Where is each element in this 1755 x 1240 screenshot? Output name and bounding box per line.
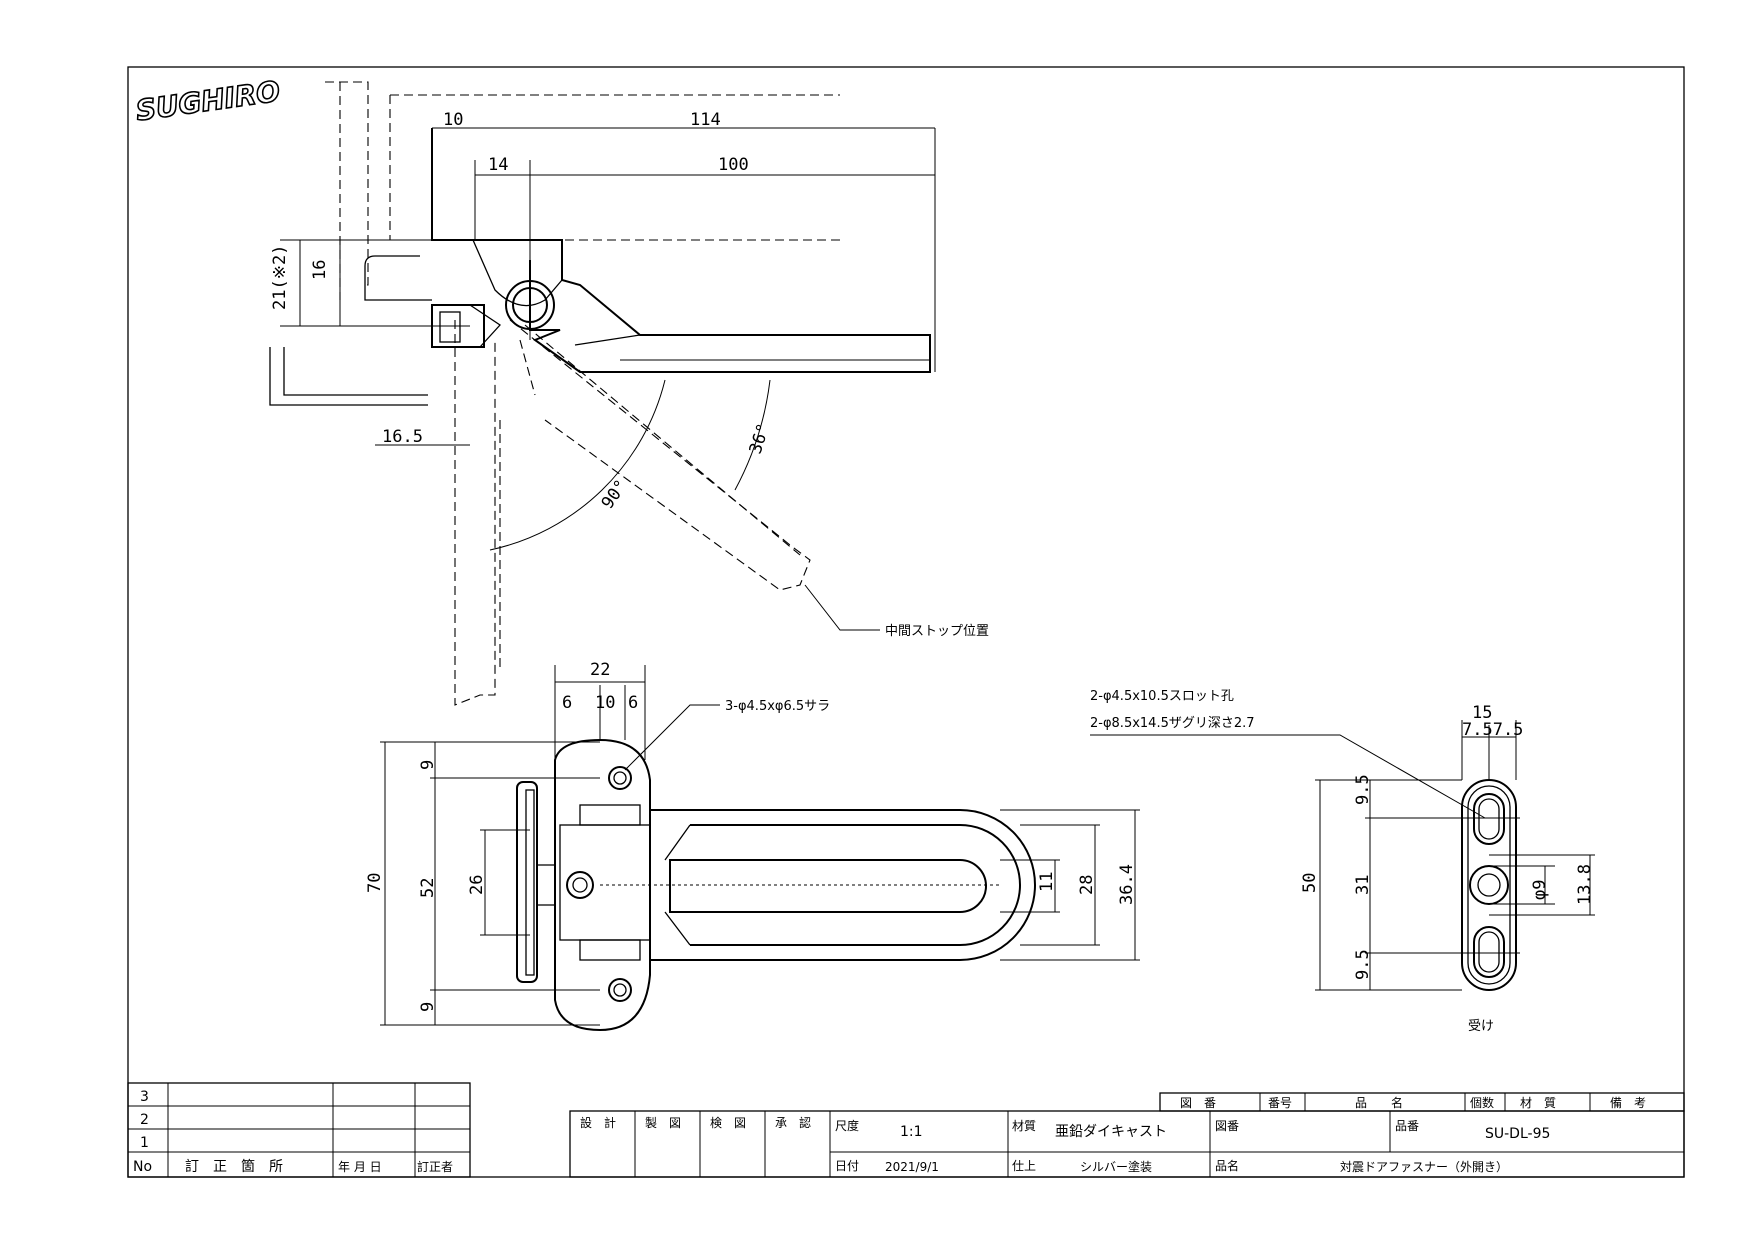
svg-text:SUGHIRO: SUGHIRO — [134, 75, 282, 128]
svg-text:尺度: 尺度 — [835, 1118, 859, 1133]
svg-text:13.8: 13.8 — [1575, 864, 1595, 905]
svg-text:日付: 日付 — [835, 1159, 859, 1173]
svg-text:製 図: 製 図 — [645, 1116, 681, 1130]
svg-text:16: 16 — [310, 260, 330, 280]
svg-text:設 計: 設 計 — [580, 1115, 616, 1130]
svg-text:2-φ4.5x10.5スロット孔: 2-φ4.5x10.5スロット孔 — [1090, 689, 1234, 704]
svg-text:36.4: 36.4 — [1117, 864, 1137, 905]
svg-text:9: 9 — [418, 760, 438, 770]
svg-text:品番: 品番 — [1395, 1119, 1419, 1133]
title-block: 図 番 番号 品 名 個数 材 質 備 考 設 計 製 図 検 図 承 認 尺度… — [569, 1092, 1685, 1178]
svg-text:2021/9/1: 2021/9/1 — [885, 1160, 939, 1174]
suehiro-logo: SUGHIRO — [133, 74, 283, 128]
svg-text:材 質: 材 質 — [1520, 1095, 1556, 1110]
revision-table: 3 2 1 No 訂 正 箇 所 年 月 日 訂正者 — [127, 1082, 471, 1178]
top-view: 10 114 14 100 16 21(※2) 16.5 36° 90° 中間ス… — [269, 81, 989, 706]
svg-text:品名: 品名 — [1215, 1158, 1239, 1173]
svg-text:9.5: 9.5 — [1353, 774, 1373, 805]
svg-text:受け: 受け — [1468, 1019, 1494, 1034]
svg-text:21(※2): 21(※2) — [270, 245, 290, 310]
svg-text:52: 52 — [418, 878, 438, 898]
receiver-view: 15 7.57.5 50 9.5 31 9.5 φ9 13.8 2-φ4.5x1… — [1090, 689, 1595, 1034]
svg-text:9.5: 9.5 — [1353, 949, 1373, 980]
svg-text:1: 1 — [140, 1135, 149, 1151]
svg-text:図 番: 図 番 — [1180, 1096, 1216, 1110]
svg-text:SU-DL-95: SU-DL-95 — [1485, 1126, 1550, 1142]
svg-text:70: 70 — [365, 873, 385, 893]
sheet-border — [127, 66, 1685, 1178]
svg-text:1:1: 1:1 — [900, 1124, 923, 1140]
svg-text:亜鉛ダイキャスト: 亜鉛ダイキャスト — [1055, 1124, 1167, 1140]
svg-text:検 図: 検 図 — [710, 1116, 746, 1130]
svg-text:90°: 90° — [598, 476, 632, 513]
svg-text:11: 11 — [1037, 872, 1057, 892]
svg-text:品 名: 品 名 — [1355, 1095, 1403, 1110]
svg-text:36°: 36° — [746, 421, 775, 456]
svg-text:15: 15 — [1472, 703, 1492, 723]
svg-text:22: 22 — [590, 660, 610, 680]
svg-text:10: 10 — [443, 110, 463, 130]
svg-text:仕上: 仕上 — [1012, 1159, 1036, 1173]
svg-text:10: 10 — [595, 693, 615, 713]
svg-text:シルバー塗装: シルバー塗装 — [1080, 1159, 1152, 1174]
svg-text:備 考: 備 考 — [1610, 1095, 1646, 1110]
svg-text:No: No — [133, 1159, 152, 1175]
svg-text:訂 正 箇 所: 訂 正 箇 所 — [185, 1158, 283, 1175]
svg-text:対震ドアファスナー（外開き）: 対震ドアファスナー（外開き） — [1340, 1160, 1508, 1174]
svg-text:26: 26 — [467, 875, 487, 895]
svg-text:2: 2 — [140, 1112, 149, 1128]
svg-text:9: 9 — [418, 1002, 438, 1012]
svg-text:個数: 個数 — [1470, 1095, 1494, 1110]
svg-text:100: 100 — [718, 155, 749, 175]
svg-text:16.5: 16.5 — [382, 427, 423, 447]
svg-text:6: 6 — [562, 693, 572, 713]
svg-text:3-φ4.5xφ6.5サラ: 3-φ4.5xφ6.5サラ — [725, 699, 830, 714]
svg-text:6: 6 — [628, 693, 638, 713]
svg-text:材質: 材質 — [1012, 1118, 1036, 1133]
svg-text:3: 3 — [140, 1089, 149, 1105]
svg-text:7.57.5: 7.57.5 — [1462, 720, 1523, 740]
svg-text:訂正者: 訂正者 — [417, 1159, 453, 1174]
svg-text:28: 28 — [1077, 875, 1097, 895]
svg-text:14: 14 — [488, 155, 508, 175]
svg-text:年 月 日: 年 月 日 — [338, 1160, 382, 1174]
front-view: 22 6 10 6 9 52 70 26 9 11 28 36.4 3-φ4.5… — [365, 660, 1140, 1032]
svg-text:2-φ8.5x14.5ザグリ深さ2.7: 2-φ8.5x14.5ザグリ深さ2.7 — [1090, 716, 1255, 731]
svg-text:31: 31 — [1353, 875, 1373, 895]
svg-text:図番: 図番 — [1215, 1119, 1239, 1133]
svg-text:承 認: 承 認 — [775, 1115, 811, 1130]
svg-text:番号: 番号 — [1268, 1096, 1292, 1110]
svg-text:φ9: φ9 — [1530, 880, 1550, 900]
svg-text:中間ストップ位置: 中間ストップ位置 — [885, 624, 989, 639]
svg-text:114: 114 — [690, 110, 721, 130]
svg-text:50: 50 — [1300, 873, 1320, 893]
